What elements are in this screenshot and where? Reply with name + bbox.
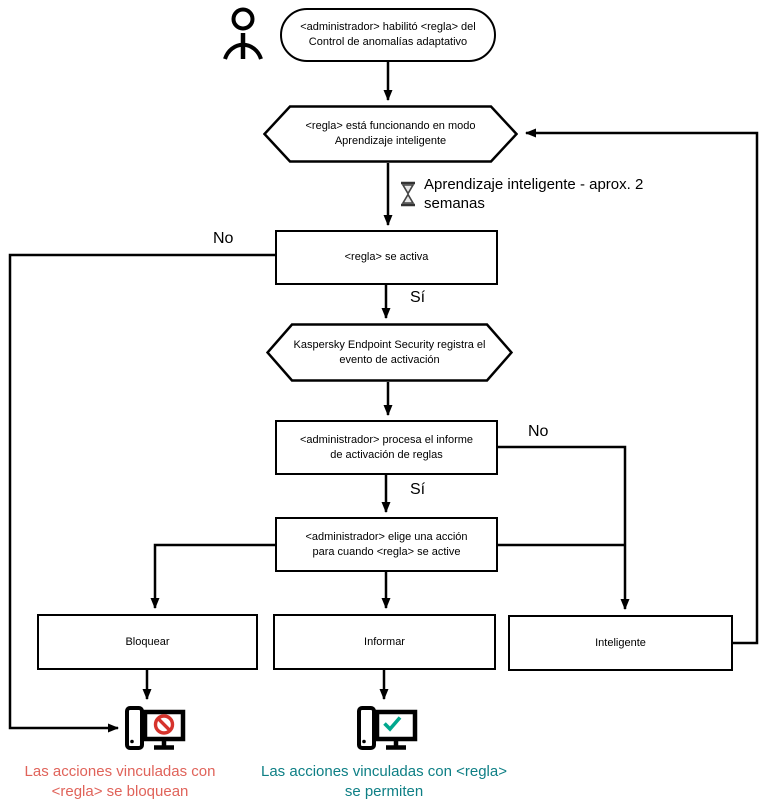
node-admin-chooses-label: <administrador> elige una acción para cu… xyxy=(305,530,468,558)
connector-no-left-branch xyxy=(8,253,275,733)
label-yes-after-report: Sí xyxy=(410,481,426,498)
node-rule-triggers-label: <regla> se activa xyxy=(344,251,429,264)
node-learning-mode: <regla> está funcionando en modo Aprendi… xyxy=(263,105,518,163)
caption-allowed: Las acciones vinculadas con <regla> se p… xyxy=(261,763,507,800)
node-action-block-label: Bloquear xyxy=(125,635,170,648)
node-learning-mode-label: <regla> está funcionando en modo Aprendi… xyxy=(305,120,476,147)
connector-no-right-branch xyxy=(498,445,630,610)
node-action-smart: Inteligente xyxy=(508,615,733,671)
node-action-inform-label: Informar xyxy=(364,635,405,648)
connector-smart-feedback-loop xyxy=(525,128,759,645)
node-start: <administrador> habilitó <regla> del Con… xyxy=(280,8,496,62)
person-icon xyxy=(220,6,266,65)
node-start-label: <administrador> habilitó <regla> del Con… xyxy=(300,21,476,48)
node-event-logged: Kaspersky Endpoint Security registra el … xyxy=(266,323,513,382)
hourglass-icon xyxy=(400,181,416,212)
computer-allowed-icon xyxy=(356,703,418,764)
label-yes-after-trigger: Sí xyxy=(410,289,426,306)
computer-blocked-icon xyxy=(124,703,186,764)
node-action-block: Bloquear xyxy=(37,614,258,670)
label-learning-duration: Aprendizaje inteligente - aprox. 2 seman… xyxy=(424,176,644,212)
caption-blocked: Las acciones vinculadas con <regla> se b… xyxy=(24,763,216,800)
label-no-left: No xyxy=(213,230,234,247)
node-rule-triggers: <regla> se activa xyxy=(275,230,498,285)
node-action-smart-label: Inteligente xyxy=(595,636,646,649)
label-no-right: No xyxy=(528,423,549,440)
node-event-logged-label: Kaspersky Endpoint Security registra el … xyxy=(293,338,486,366)
node-admin-chooses: <administrador> elige una acción para cu… xyxy=(275,517,498,572)
node-admin-processes: <administrador> procesa el informe de ac… xyxy=(275,420,498,475)
connector-choose-to-block xyxy=(150,543,275,609)
node-admin-processes-label: <administrador> procesa el informe de ac… xyxy=(299,433,474,461)
node-action-inform: Informar xyxy=(273,614,496,670)
